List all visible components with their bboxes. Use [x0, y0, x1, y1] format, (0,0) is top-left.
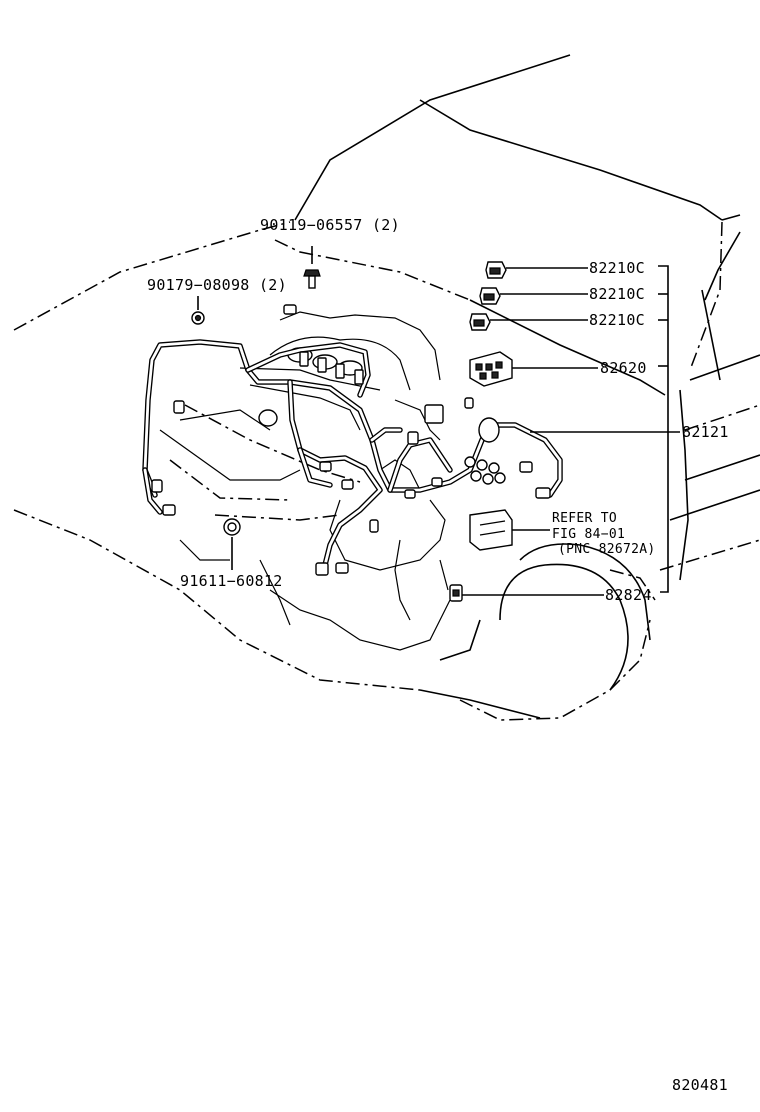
ecu-box-82672a — [469, 509, 513, 551]
callout-relay-1: 82210C — [589, 259, 645, 277]
relay-block-82620 — [469, 351, 513, 387]
callout-clip-left: 90179−08098 (2) — [147, 276, 287, 294]
clamp-91611 — [223, 518, 241, 570]
callout-bolt-upper: 90119−06557 (2) — [260, 216, 400, 234]
connector-82824 — [449, 584, 463, 602]
relay-82210c — [469, 261, 507, 331]
callout-clamp-bottom: 91611−60812 — [180, 572, 283, 590]
callout-harness: 82121 — [682, 423, 729, 441]
clip-90179 — [191, 296, 205, 325]
reference-note-line3: (PNC 82672A) — [558, 542, 656, 557]
reference-note-line1: REFER TO — [552, 511, 617, 526]
harness-connectors — [151, 304, 551, 576]
bolt-90119 — [303, 246, 321, 289]
leader-lines — [462, 265, 680, 596]
callout-connector: 82824 — [605, 586, 652, 604]
callout-relay-3: 82210C — [589, 311, 645, 329]
vehicle-body-outline — [13, 54, 760, 721]
diagram-id: 820481 — [672, 1076, 728, 1094]
engine-wire-harness — [142, 339, 563, 568]
reference-note-line2: FIG 84−01 — [552, 527, 625, 542]
callout-relay-2: 82210C — [589, 285, 645, 303]
callout-relay-block: 82620 — [600, 359, 647, 377]
